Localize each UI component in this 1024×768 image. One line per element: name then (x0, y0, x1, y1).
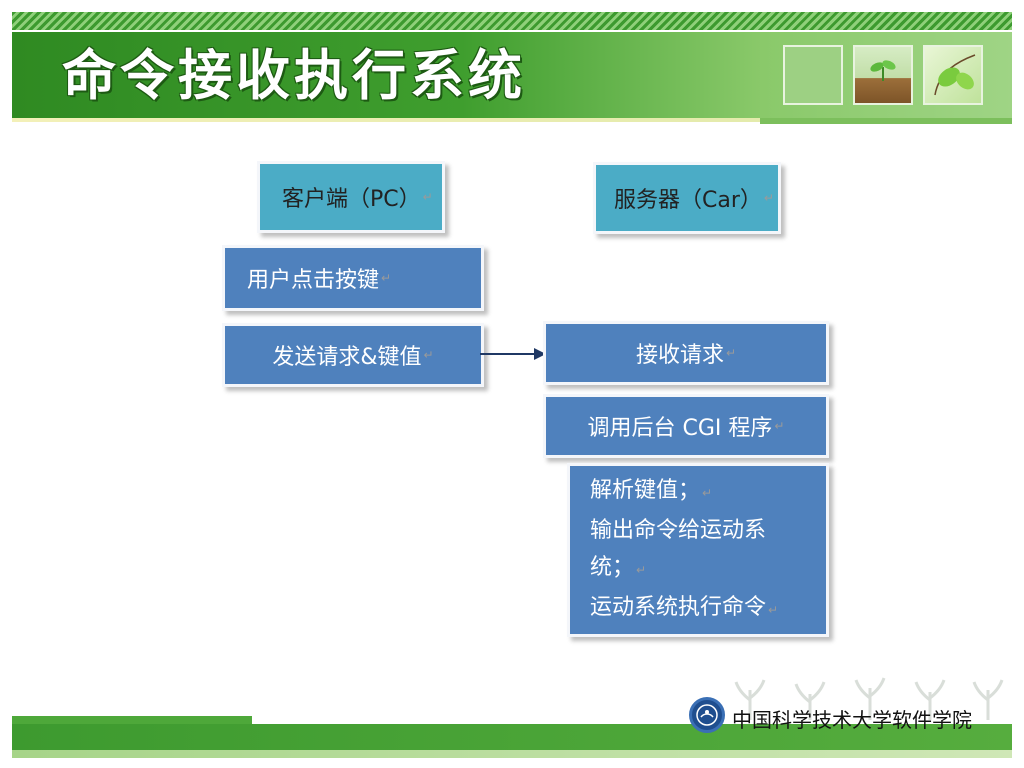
server-header-box: 服务器（Car） ↵ (593, 162, 781, 234)
detail-text: 统； (590, 554, 635, 580)
server-step-call-cgi: 调用后台 CGI 程序 ↵ (543, 394, 829, 458)
server-step-receive-request: 接收请求 ↵ (543, 321, 829, 385)
header-underline (760, 118, 1012, 124)
return-mark: ↵ (423, 348, 434, 362)
request-arrow (480, 348, 546, 360)
detail-line: 运动系统执行命令↵ (590, 589, 778, 629)
detail-text: 运动系统执行命令 (590, 594, 767, 620)
return-mark: ↵ (774, 419, 785, 433)
return-mark: ↵ (768, 602, 779, 617)
footer-notch (12, 716, 252, 724)
detail-text: 解析键值； (590, 477, 701, 503)
client-step-press-key: 用户点击按键 ↵ (222, 245, 484, 311)
footer-stripe (12, 724, 1012, 750)
sprout-image (853, 45, 913, 105)
sprout-pattern-icon (734, 677, 1004, 720)
client-step-label: 用户点击按键 (247, 268, 380, 293)
return-mark: ↵ (702, 485, 713, 500)
return-mark: ↵ (725, 346, 737, 360)
university-logo (689, 697, 725, 733)
detail-text: 输出命令给运动系 (590, 517, 767, 543)
return-mark: ↵ (636, 562, 647, 577)
client-step-label: 发送请求&键值 (272, 345, 422, 370)
slide-title: 命令接收执行系统 (62, 43, 526, 107)
server-step-label: 调用后台 CGI 程序 (587, 416, 773, 441)
sprout-icon (870, 60, 896, 81)
title-bar (12, 32, 1012, 122)
detail-line: 解析键值；↵ (590, 472, 712, 512)
server-header-label: 服务器（Car） (614, 188, 762, 213)
detail-line: 输出命令给运动系 (590, 512, 766, 549)
client-step-send-request: 发送请求&键值 ↵ (222, 323, 484, 387)
return-mark: ↵ (381, 271, 392, 285)
server-details-box: 解析键值；↵ 输出命令给运动系 统；↵ 运动系统执行命令↵ (567, 463, 829, 637)
header-pattern-strip (12, 12, 1012, 30)
header-tile-plain (783, 45, 843, 105)
footer-sprout-decoration (730, 670, 1010, 722)
institution-name: 中国科学技术大学软件学院 (732, 708, 972, 732)
client-header-box: 客户端（PC） ↵ (257, 161, 445, 233)
server-step-label: 接收请求 (635, 343, 724, 368)
leaf-image (923, 45, 983, 105)
client-header-label: 客户端（PC） (282, 187, 421, 212)
detail-line: 统；↵ (590, 549, 646, 589)
university-seal-icon (696, 704, 718, 726)
return-mark: ↵ (422, 190, 433, 204)
footer-light-stripe (12, 750, 1012, 758)
return-mark: ↵ (763, 191, 774, 205)
leaf-icon (934, 54, 976, 96)
